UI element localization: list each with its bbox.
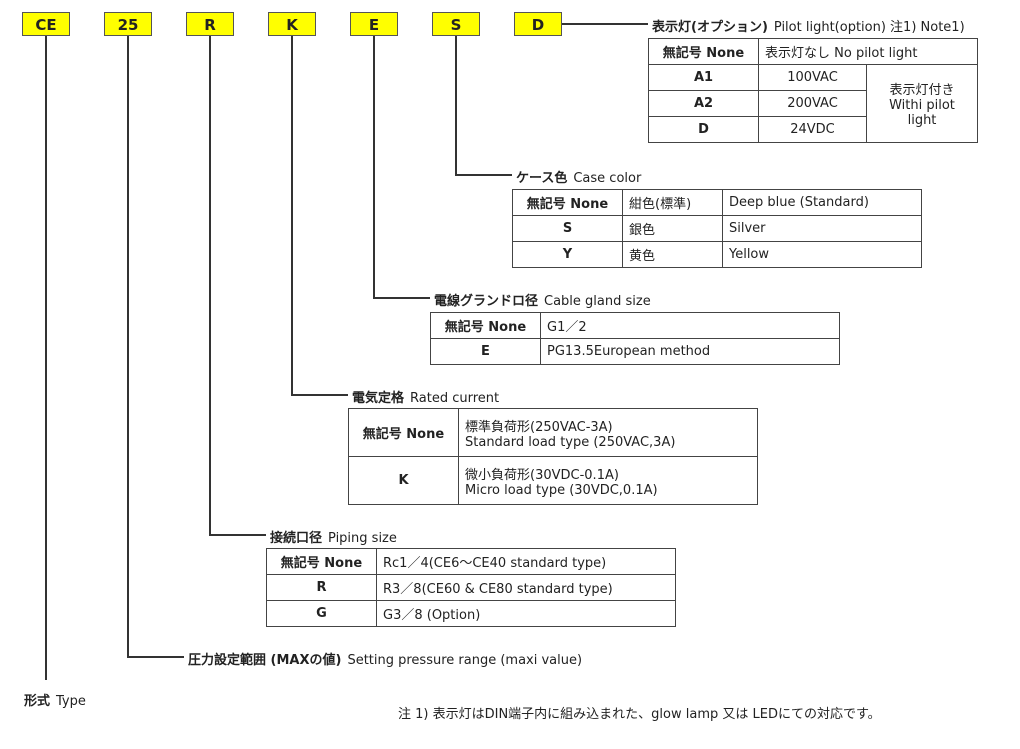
type-title: 形式 Type <box>24 690 86 709</box>
table-row: D 24VDC <box>648 116 978 143</box>
gland-title-en: Cable gland size <box>544 294 651 309</box>
table-row: 無記号 None Rc1／4(CE6～CE40 standard type) <box>266 548 676 575</box>
pilot-light-title-en: Pilot light(option) 注1) Note1) <box>773 20 965 35</box>
table-row: 無記号 None G1／2 <box>430 312 840 339</box>
table-row: S 銀色 Silver <box>512 215 922 242</box>
piping-value: Rc1／4(CE6～CE40 standard type) <box>376 548 676 575</box>
pilot-key: D <box>648 116 759 143</box>
pilot-merged-line1: 表示灯付き <box>889 83 955 98</box>
connector-gland <box>373 36 430 299</box>
case-color-key: Y <box>512 241 623 268</box>
current-key: 無記号 None <box>348 408 459 457</box>
case-color-jp: 黄色 <box>622 241 723 268</box>
piping-value: G3／8 (Option) <box>376 600 676 627</box>
current-value: 標準負荷形(250VAC-3A) Standard load type (250… <box>458 408 758 457</box>
table-row: R R3／8(CE60 & CE80 standard type) <box>266 574 676 601</box>
pilot-light-title: 表示灯(オプション) Pilot light(option) 注1) Note1) <box>652 16 965 35</box>
piping-key: 無記号 None <box>266 548 377 575</box>
gland-table: 無記号 None G1／2 E PG13.5European method <box>430 312 840 365</box>
current-title: 電気定格 Rated current <box>352 387 499 406</box>
pilot-light-title-jp: 表示灯(オプション) <box>652 20 768 35</box>
case-color-en: Yellow <box>722 241 922 268</box>
table-row: E PG13.5European method <box>430 338 840 365</box>
connector-piping <box>209 36 266 536</box>
piping-title-en: Piping size <box>328 531 397 546</box>
current-value-line1: 標準負荷形(250VAC-3A) <box>465 419 613 435</box>
case-color-title-en: Case color <box>573 171 642 186</box>
current-title-jp: 電気定格 <box>352 391 405 406</box>
type-title-en: Type <box>56 694 86 709</box>
table-row: K 微小負荷形(30VDC-0.1A) Micro load type (30V… <box>348 456 758 505</box>
gland-value: G1／2 <box>540 312 840 339</box>
code-box-piping: R <box>186 12 234 36</box>
piping-key: R <box>266 574 377 601</box>
table-row: Y 黄色 Yellow <box>512 241 922 268</box>
case-color-title-jp: ケース色 <box>516 171 568 186</box>
pressure-title: 圧力設定範囲 (MAXの値) Setting pressure range (ma… <box>188 649 582 668</box>
code-box-pressure: 25 <box>104 12 152 36</box>
pilot-value: 100VAC <box>758 64 867 91</box>
connector-current <box>291 36 348 396</box>
pilot-value: 24VDC <box>758 116 867 143</box>
pilot-light-table: 無記号 None 表示灯なし No pilot light A1 100VAC … <box>648 38 978 143</box>
pilot-key: A1 <box>648 64 759 91</box>
piping-table: 無記号 None Rc1／4(CE6～CE40 standard type) R… <box>266 548 676 627</box>
piping-key: G <box>266 600 377 627</box>
current-title-en: Rated current <box>410 391 500 406</box>
code-box-gland: E <box>350 12 398 36</box>
table-row: 無記号 None 紺色(標準) Deep blue (Standard) <box>512 189 922 216</box>
code-box-pilot: D <box>514 12 562 36</box>
current-value-line1: 微小負荷形(30VDC-0.1A) <box>465 467 619 483</box>
piping-title-jp: 接続口径 <box>270 531 323 546</box>
gland-title-jp: 電線グランドロ径 <box>434 294 539 309</box>
current-value: 微小負荷形(30VDC-0.1A) Micro load type (30VDC… <box>458 456 758 505</box>
code-box-case-color: S <box>432 12 480 36</box>
pilot-key: A2 <box>648 90 759 117</box>
case-color-key: S <box>512 215 623 242</box>
case-color-title: ケース色 Case color <box>516 167 641 186</box>
pilot-value: 200VAC <box>758 90 867 117</box>
connector-pressure <box>127 36 184 658</box>
pilot-merged-line2: Withi pilot light <box>889 98 955 128</box>
table-row: G G3／8 (Option) <box>266 600 676 627</box>
table-row: A1 100VAC 表示灯付き Withi pilot light <box>648 64 978 143</box>
pilot-merged-cell: 表示灯付き Withi pilot light <box>866 64 978 143</box>
gland-title: 電線グランドロ径 Cable gland size <box>434 290 651 309</box>
pressure-title-en: Setting pressure range (maxi value) <box>347 653 583 668</box>
pressure-title-jp: 圧力設定範囲 (MAXの値) <box>188 653 342 668</box>
current-value-line2: Micro load type (30VDC,0.1A) <box>465 482 658 498</box>
pilot-key: 無記号 None <box>648 38 759 65</box>
code-box-model: CE <box>22 12 70 36</box>
case-color-table: 無記号 None 紺色(標準) Deep blue (Standard) S 銀… <box>512 189 922 268</box>
gland-value: PG13.5European method <box>540 338 840 365</box>
gland-key: 無記号 None <box>430 312 541 339</box>
footnote: 注 1) 表示灯はDIN端子内に組み込まれた、glow lamp 又は LEDに… <box>398 707 881 722</box>
code-box-current: K <box>268 12 316 36</box>
case-color-jp: 紺色(標準) <box>622 189 723 216</box>
case-color-jp: 銀色 <box>622 215 723 242</box>
case-color-en: Deep blue (Standard) <box>722 189 922 216</box>
type-title-jp: 形式 <box>24 694 51 709</box>
piping-title: 接続口径 Piping size <box>270 527 397 546</box>
table-row: 無記号 None 表示灯なし No pilot light <box>648 38 978 65</box>
pilot-value: 表示灯なし No pilot light <box>758 38 978 65</box>
current-key: K <box>348 456 459 505</box>
current-value-line2: Standard load type (250VAC,3A) <box>465 434 676 450</box>
case-color-key: 無記号 None <box>512 189 623 216</box>
current-table: 無記号 None 標準負荷形(250VAC-3A) Standard load … <box>348 408 758 505</box>
gland-key: E <box>430 338 541 365</box>
table-row: 無記号 None 標準負荷形(250VAC-3A) Standard load … <box>348 408 758 457</box>
connector-case-color <box>455 36 512 176</box>
case-color-en: Silver <box>722 215 922 242</box>
piping-value: R3／8(CE60 & CE80 standard type) <box>376 574 676 601</box>
